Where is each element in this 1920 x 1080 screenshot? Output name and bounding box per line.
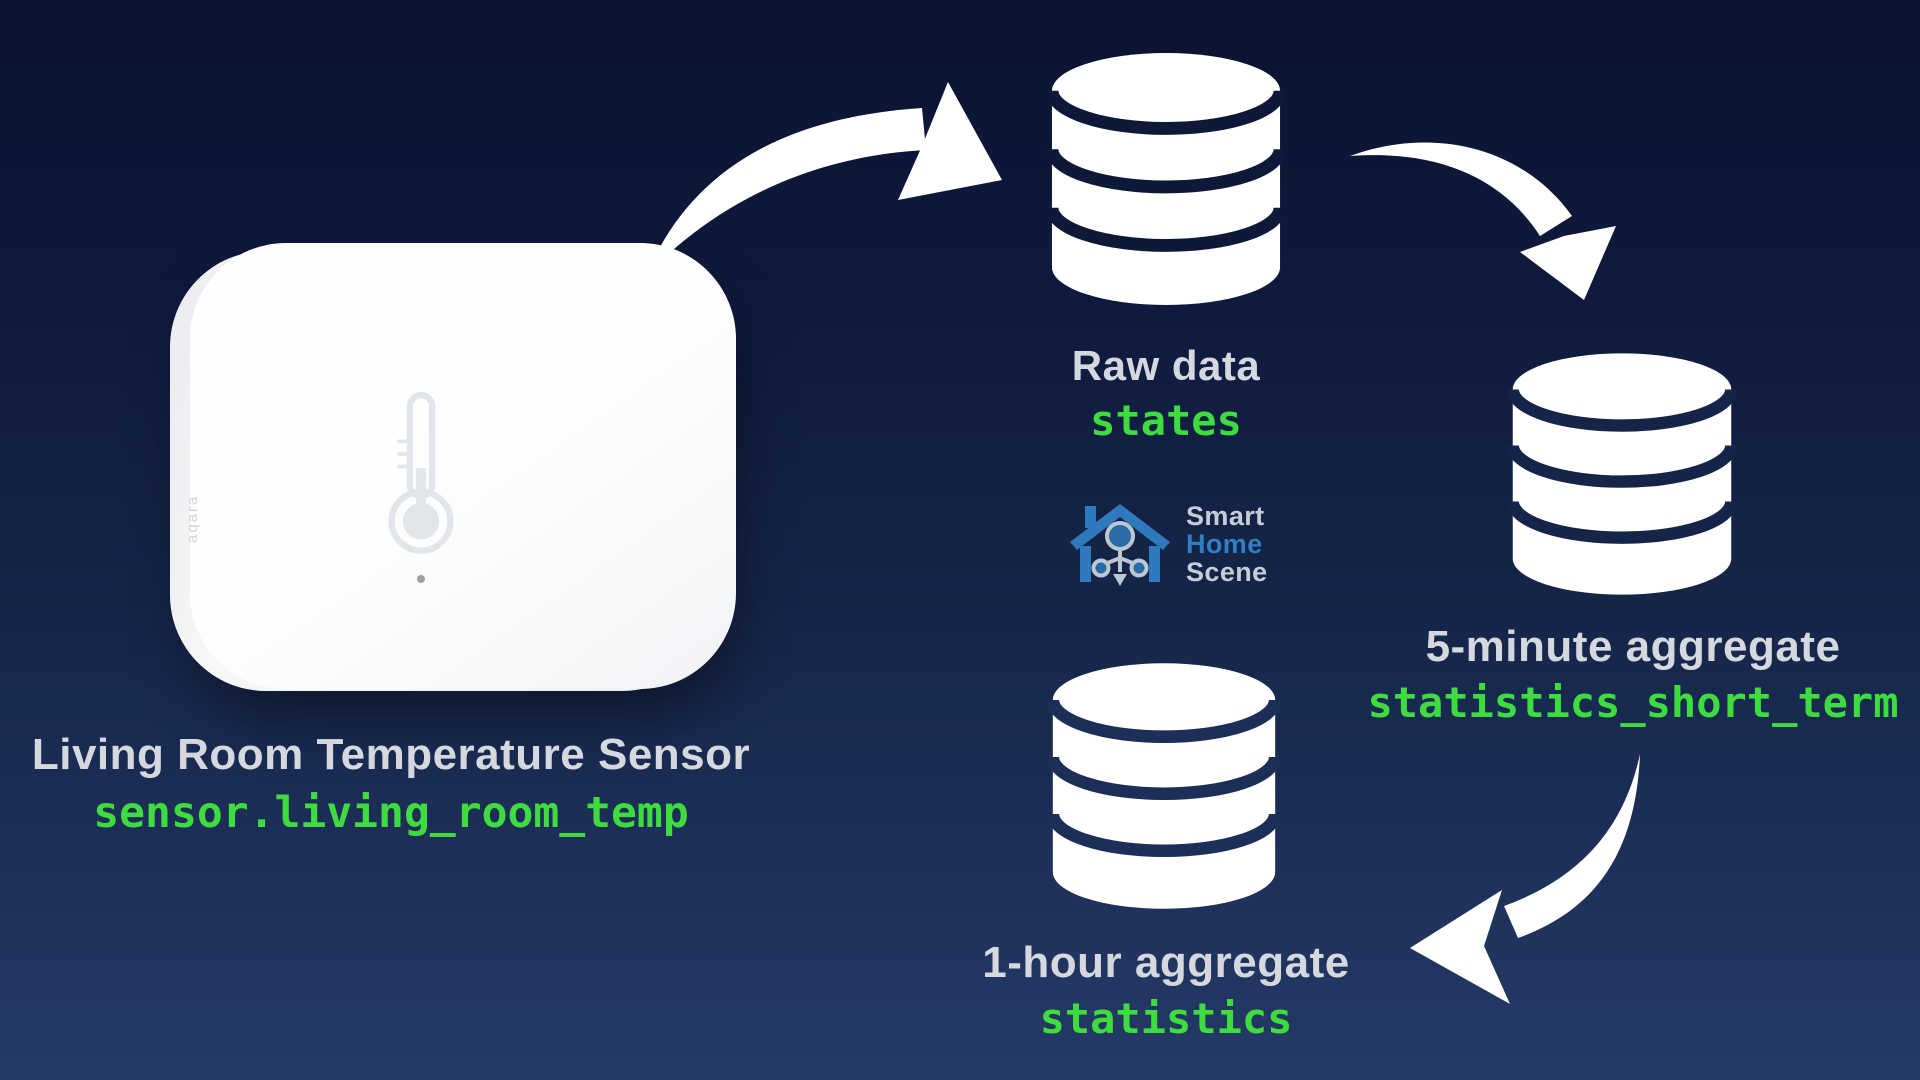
short-term-caption: 5-minute aggregate statistics_short_term [1350,622,1916,727]
arrow-sensor-to-states [646,82,1002,276]
states-table-name: states [1090,396,1242,445]
logo-word-scene: Scene [1186,557,1268,587]
sensor-caption: Living Room Temperature Sensor sensor.li… [30,730,752,838]
statistics-title: 1-hour aggregate [982,938,1350,987]
database-icon-statistics [1048,663,1280,909]
short-term-title: 5-minute aggregate [1425,622,1841,671]
arrow-states-to-short-term [1350,142,1616,300]
database-icon-states [1047,53,1285,305]
smart-home-scene-house-icon [1070,504,1170,586]
states-caption: Raw data states [1016,342,1316,445]
thermometer-icon [388,392,454,554]
arrow-short-term-to-statistics [1410,754,1640,1004]
short-term-table-name: statistics_short_term [1367,678,1899,727]
states-title: Raw data [1071,342,1261,389]
smart-home-scene-wordmark: Smart Home Scene [1186,502,1268,586]
temperature-sensor-device: aqara [170,243,736,695]
device-led-hole [417,575,425,583]
smart-home-scene-logo: Smart Home Scene [1068,494,1298,594]
logo-word-home: Home [1186,529,1263,559]
device-brand-text: aqara [184,494,201,543]
database-icon-statistics-short-term [1508,353,1736,595]
sensor-name: Living Room Temperature Sensor [31,730,751,779]
device-front-face [190,243,736,689]
sensor-entity-id: sensor.living_room_temp [93,788,689,838]
logo-word-smart: Smart [1186,501,1265,531]
statistics-caption: 1-hour aggregate statistics [966,938,1366,1043]
statistics-table-name: statistics [1039,994,1293,1043]
